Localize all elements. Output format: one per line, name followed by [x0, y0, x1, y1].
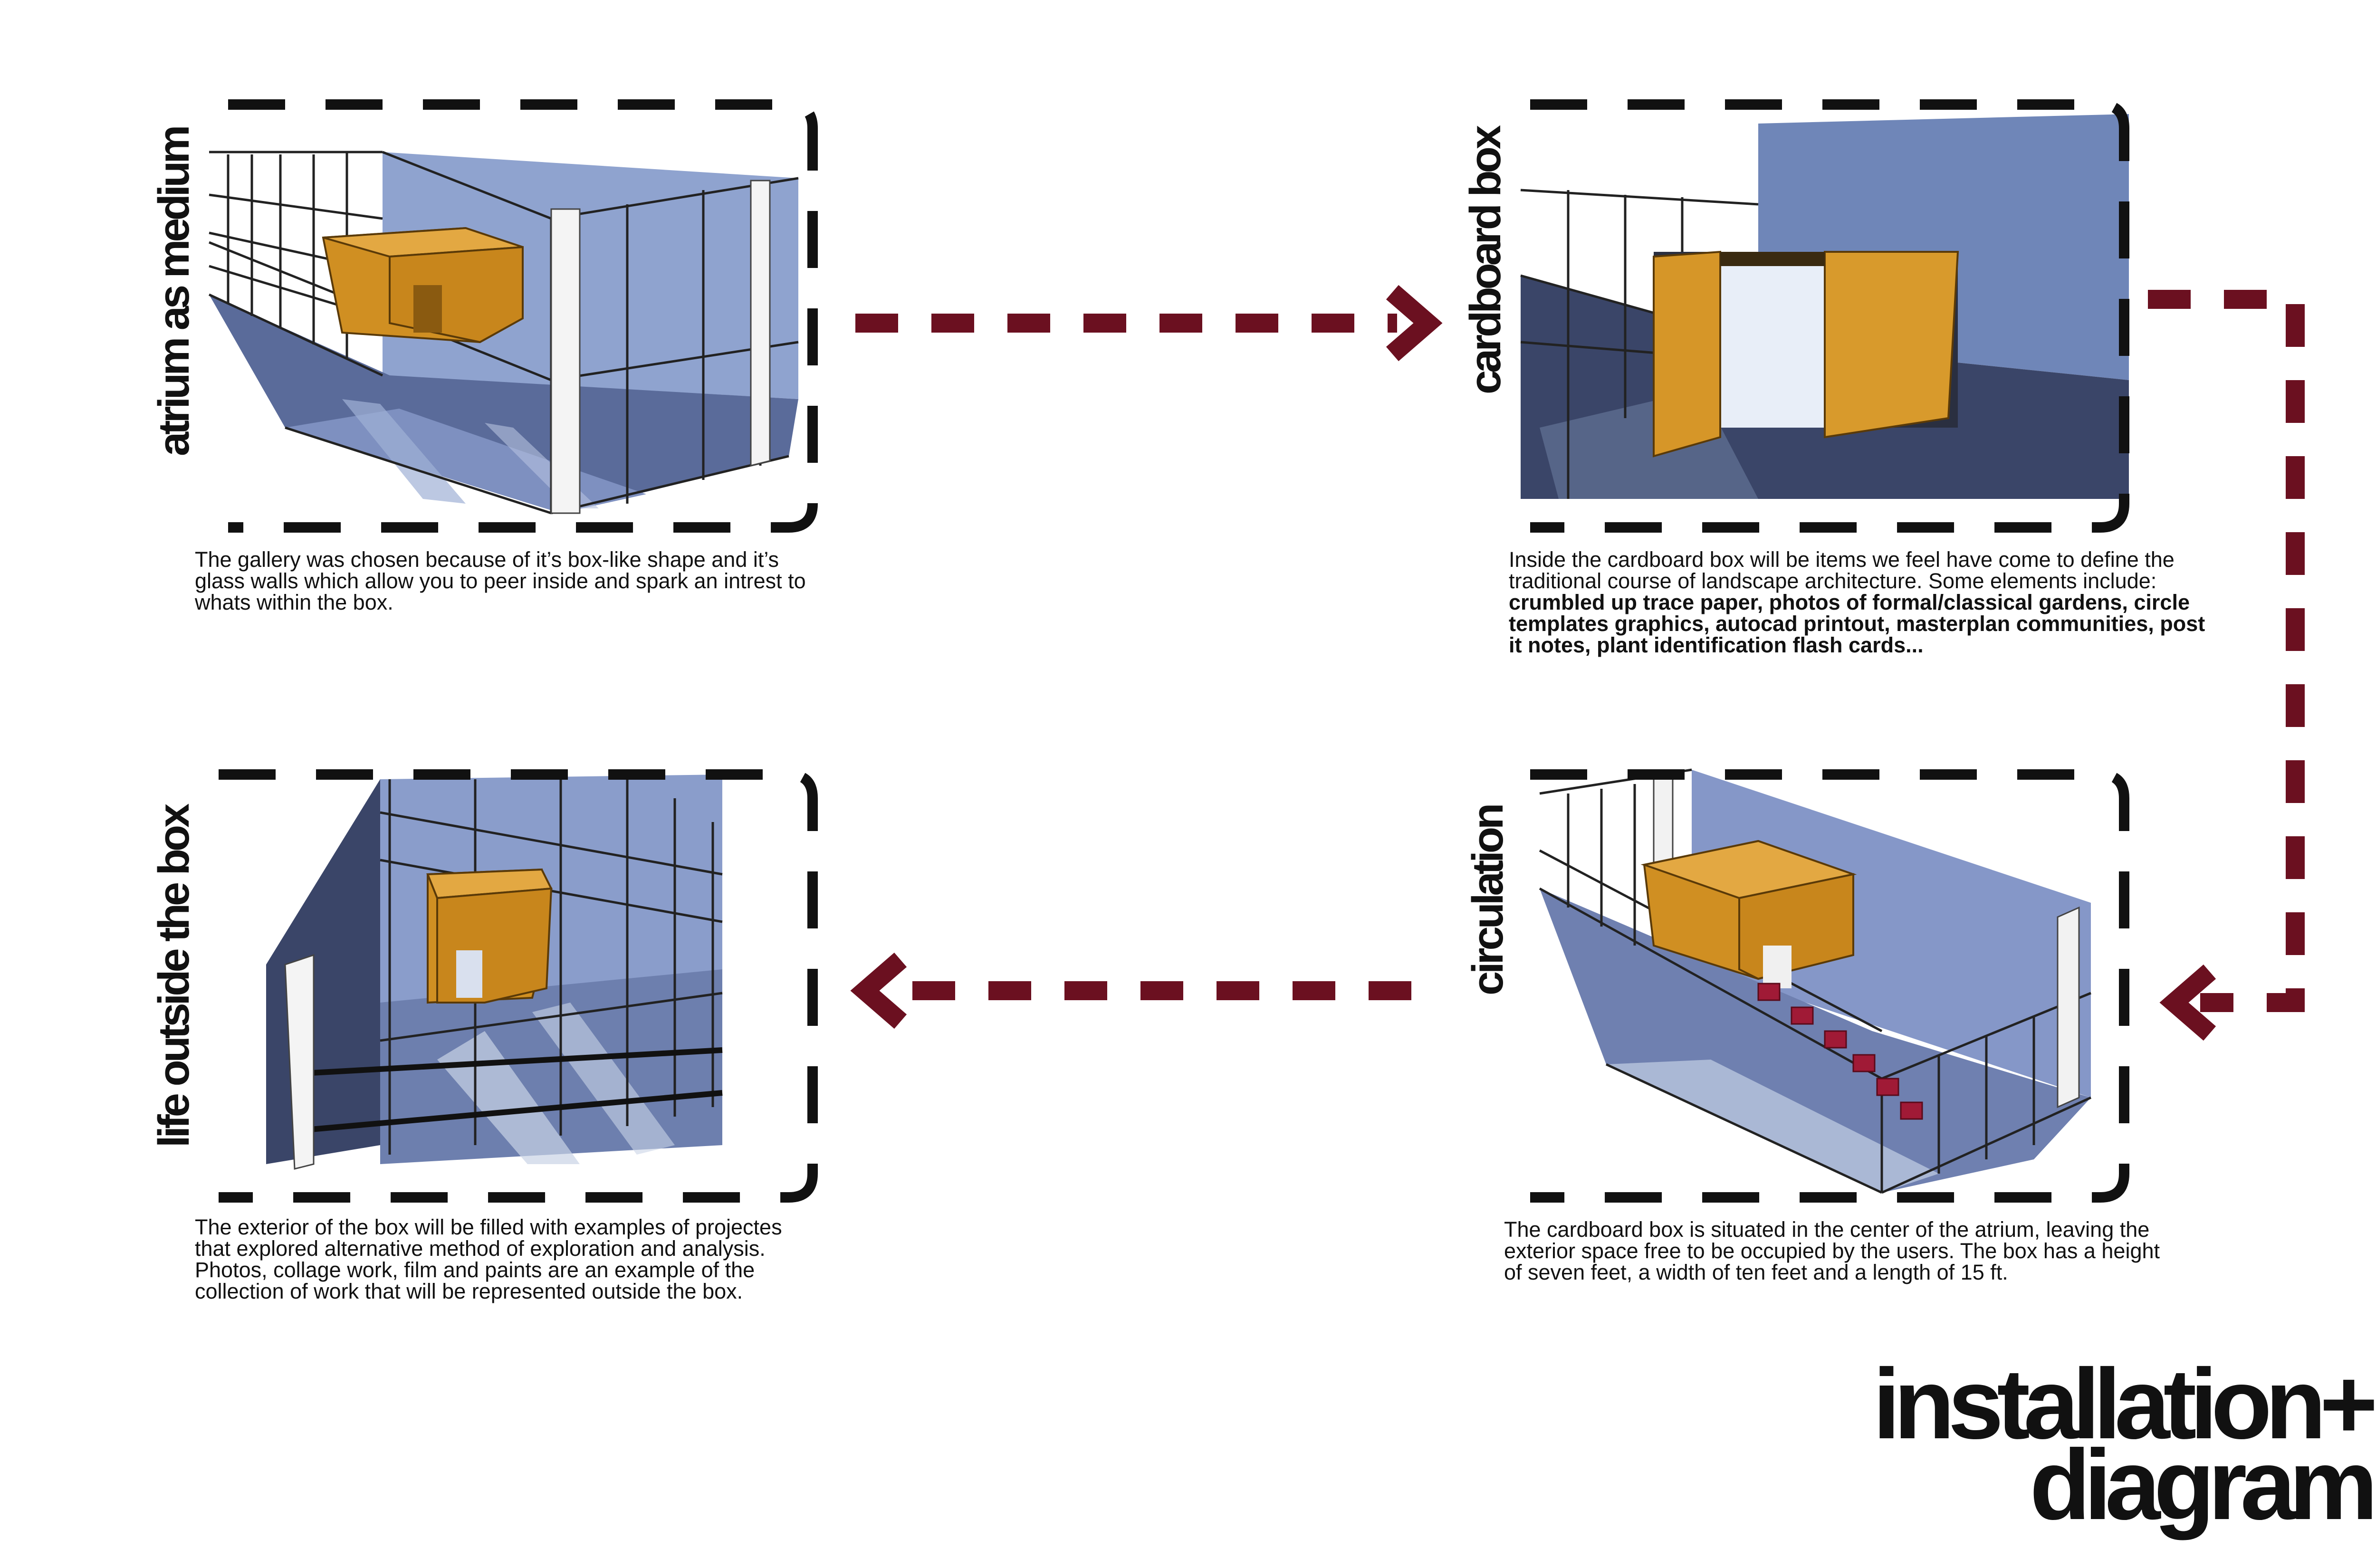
main-title-line1: installation+	[1872, 1348, 2376, 1460]
cardboard-description-bold: crumbled up trace paper, photos of forma…	[1509, 590, 2205, 657]
outside-description: The exterior of the box will be filled w…	[195, 1215, 782, 1303]
panel-outside	[200, 765, 832, 1207]
main-title-line2: diagram	[2030, 1429, 2376, 1540]
circulation-rendering	[1539, 768, 2092, 1194]
atrium-title: atrium as medium	[150, 127, 198, 456]
circulation-title: circulation	[1464, 805, 1512, 995]
circulation-dashed-frame	[1530, 769, 2129, 1203]
main-title: installation+ diagram	[1658, 1348, 2376, 1540]
panel-circulation	[1511, 765, 2143, 1207]
outside-title: life outside the box	[150, 806, 198, 1147]
outside-rendering	[266, 774, 723, 1170]
atrium-dashed-frame	[228, 99, 818, 533]
atrium-description: The gallery was chosen because of it’s b…	[195, 547, 806, 614]
cardboard-description-text: Inside the cardboard box will be items w…	[1509, 547, 2175, 593]
outside-dashed-frame	[219, 769, 818, 1203]
circulation-description: The cardboard box is situated in the cen…	[1504, 1217, 2160, 1284]
cardboard-rendering	[1520, 114, 2129, 499]
cardboard-dashed-frame	[1530, 99, 2129, 533]
arrow-right	[855, 285, 1443, 362]
arrow-left	[850, 952, 1435, 1029]
atrium-rendering	[208, 151, 799, 515]
panel-cardboard	[1511, 95, 2143, 537]
arrow-down-connector	[2148, 290, 2305, 1041]
cardboard-description: Inside the cardboard box will be items w…	[1509, 549, 2207, 656]
panel-atrium	[200, 95, 832, 537]
cardboard-title: cardboard box	[1461, 127, 1510, 394]
